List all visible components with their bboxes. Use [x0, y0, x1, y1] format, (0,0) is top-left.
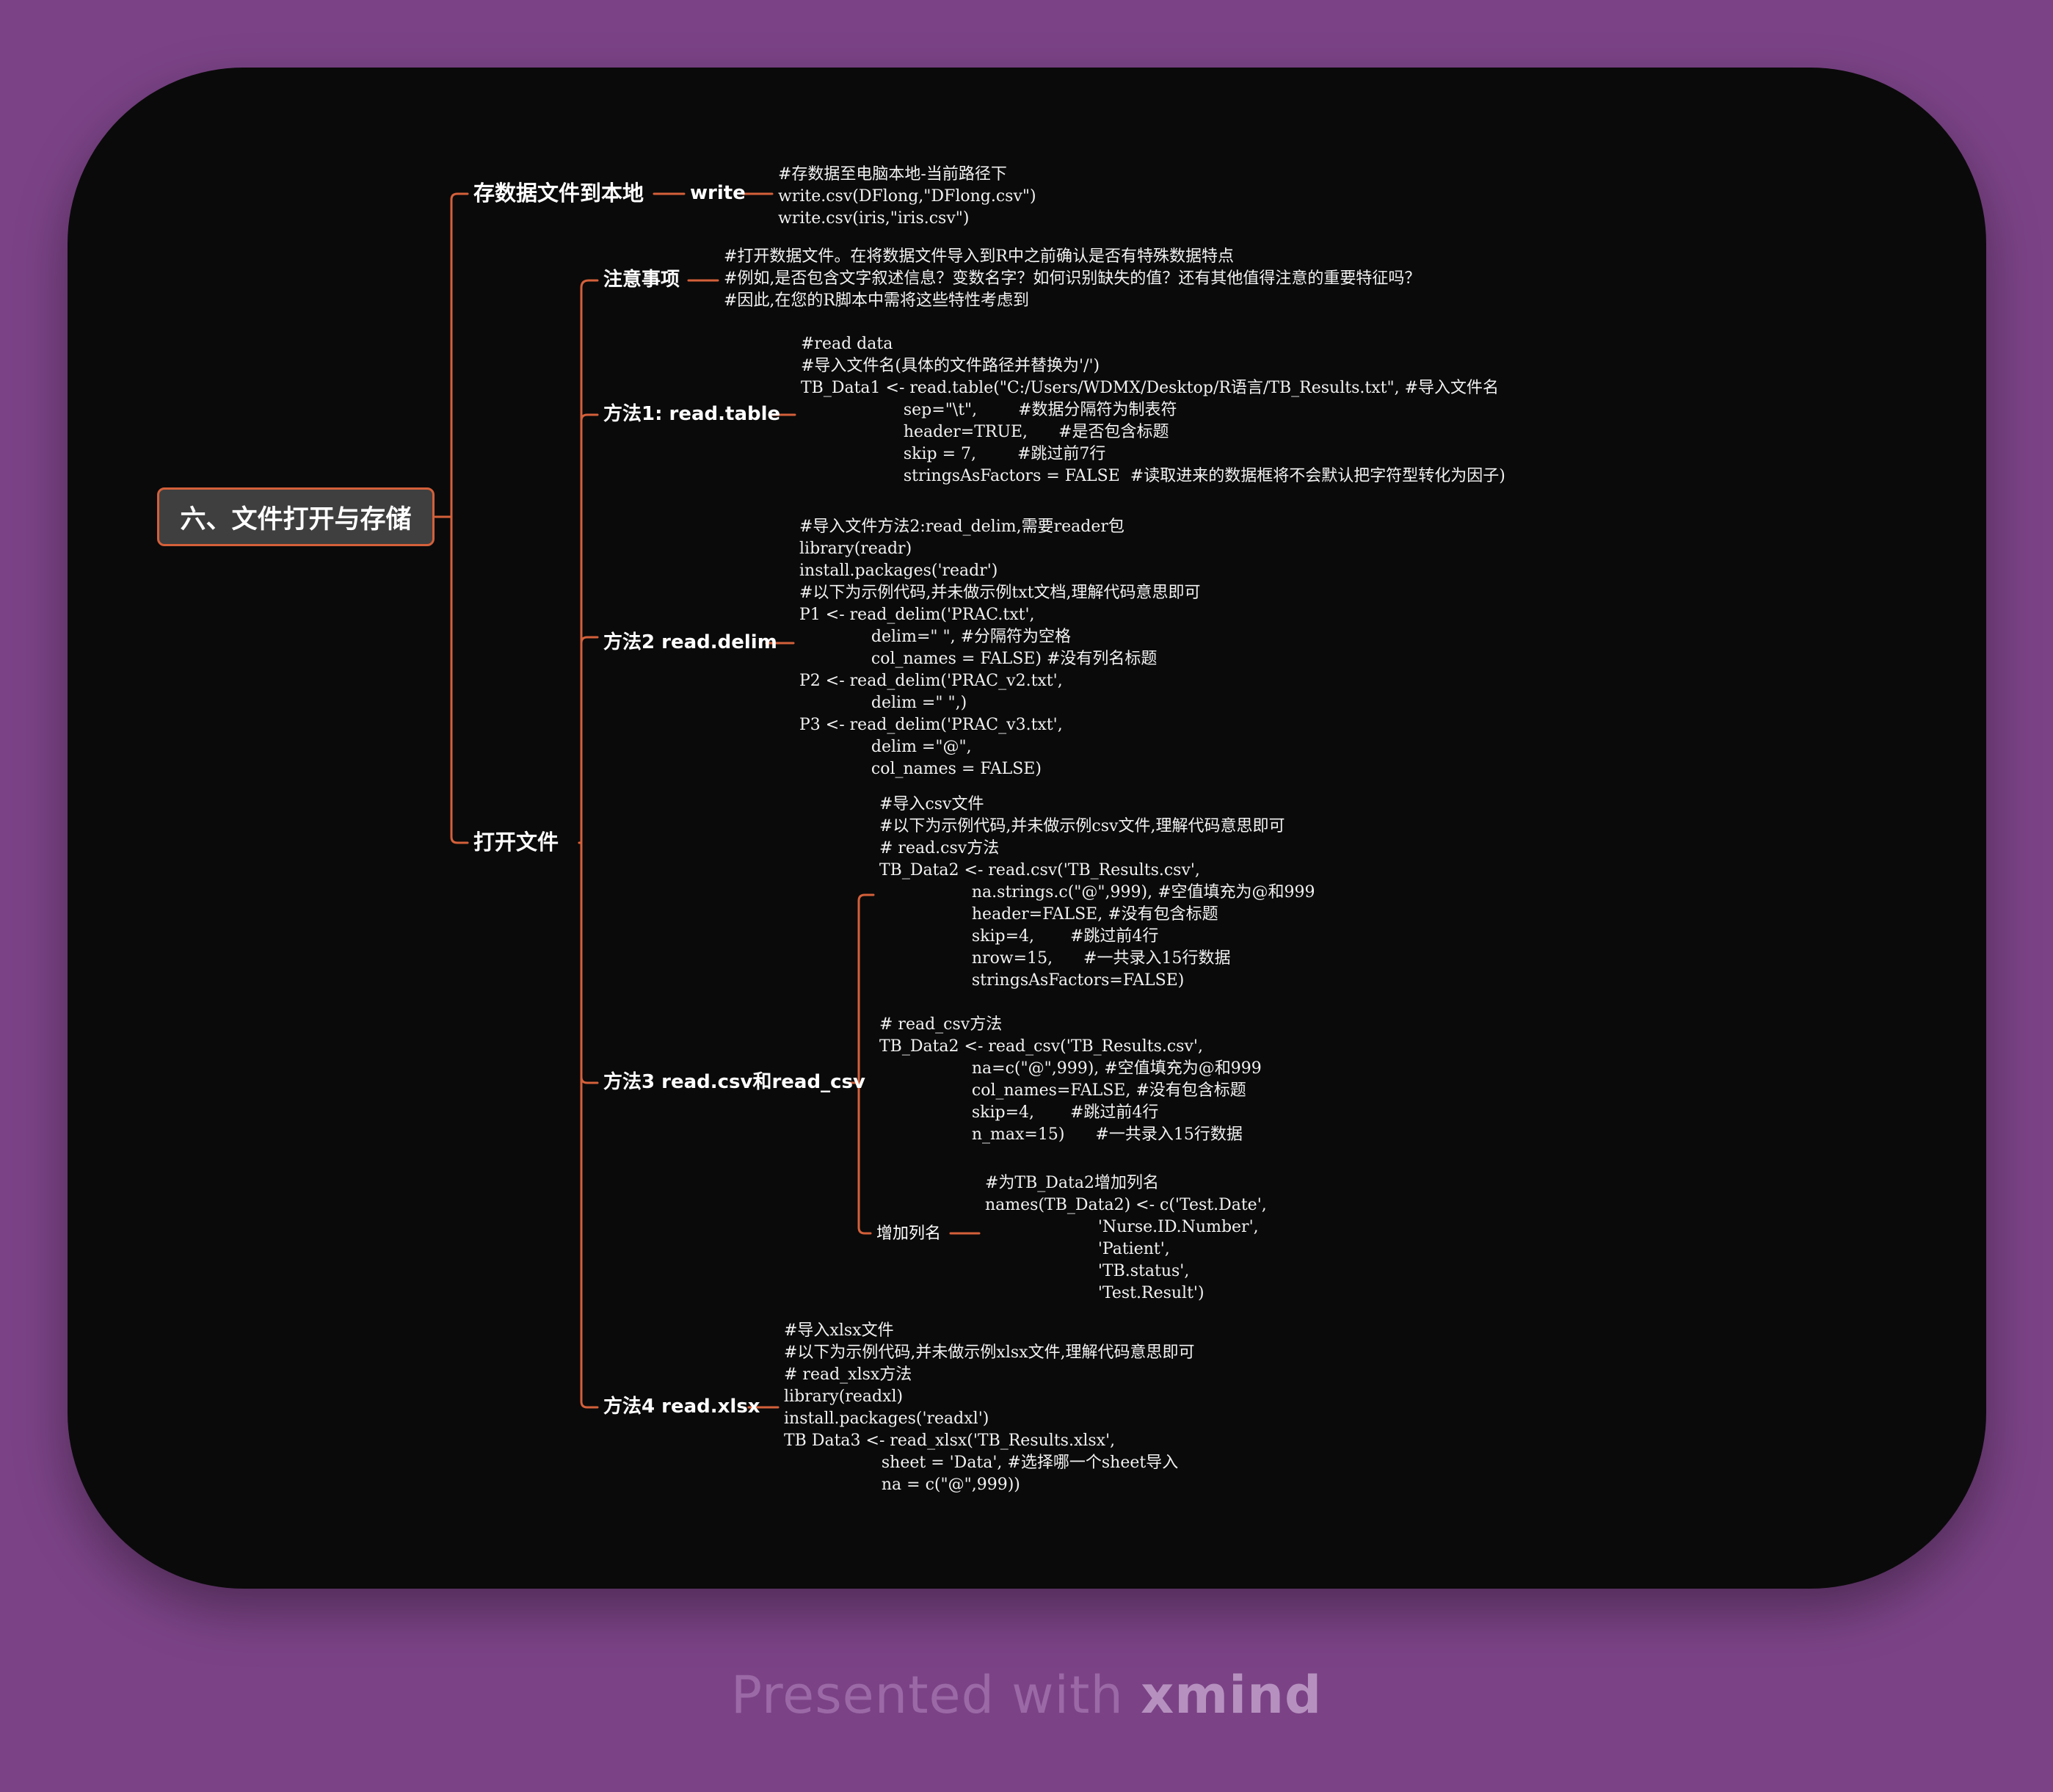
connector-open — [450, 515, 469, 844]
root-topic-label: 六、文件打开与存储 — [180, 504, 412, 534]
note-method1: #read data #导入文件名(具体的文件路径并替换为'/') TB_Dat… — [801, 335, 1505, 485]
topic-save-to-local[interactable]: 存数据文件到本地 — [473, 181, 644, 206]
xmind-logo: xmind — [1141, 1665, 1323, 1725]
note-notice: #打开数据文件。在将数据文件导入到R中之前确认是否有特殊数据特点 #例如,是否包… — [724, 247, 1421, 310]
connector-add-names — [857, 1081, 872, 1235]
note-add-column-names: #为TB_Data2增加列名 names(TB_Data2) <- c('Tes… — [985, 1174, 1267, 1302]
connector-method4 — [580, 841, 599, 1409]
topic-method3[interactable]: 方法3 read.csv和read_csv — [603, 1071, 865, 1093]
note-method4: #导入xlsx文件 #以下为示例代码,并未做示例xlsx文件,理解代码意思即可 … — [784, 1321, 1195, 1494]
connector-method1 — [580, 413, 599, 844]
topic-notice[interactable]: 注意事项 — [603, 269, 680, 291]
connector-method2 — [580, 636, 599, 844]
topic-method2[interactable]: 方法2 read.delim — [603, 631, 777, 653]
presented-with-xmind-watermark: Presented with xmind — [0, 1665, 2053, 1725]
mindmap-canvas: 六、文件打开与存储 存数据文件到本地 write #存数据至电脑本地-当前路径下… — [68, 68, 1986, 1589]
root-topic[interactable]: 六、文件打开与存储 — [157, 487, 435, 546]
topic-method1[interactable]: 方法1: read.table — [603, 403, 781, 425]
connector-lines — [434, 192, 981, 1409]
connector-method3 — [580, 841, 599, 1084]
topic-method4[interactable]: 方法4 read.xlsx — [603, 1396, 760, 1418]
note-write: #存数据至电脑本地-当前路径下 write.csv(DFlong,"DFlong… — [778, 165, 1036, 228]
connector-notice — [580, 279, 599, 844]
note-method2: #导入文件方法2:read_delim,需要reader包 library(re… — [799, 518, 1201, 778]
topic-open-file[interactable]: 打开文件 — [473, 830, 559, 855]
connector-method3-note — [857, 893, 875, 1084]
connector-save — [450, 192, 469, 518]
topic-write[interactable]: write — [690, 182, 746, 204]
topic-add-column-names[interactable]: 增加列名 — [876, 1225, 942, 1243]
note-method3: #导入csv文件 #以下为示例代码,并未做示例csv文件,理解代码意思即可 # … — [879, 795, 1315, 1144]
watermark-prefix: Presented with — [730, 1665, 1141, 1725]
